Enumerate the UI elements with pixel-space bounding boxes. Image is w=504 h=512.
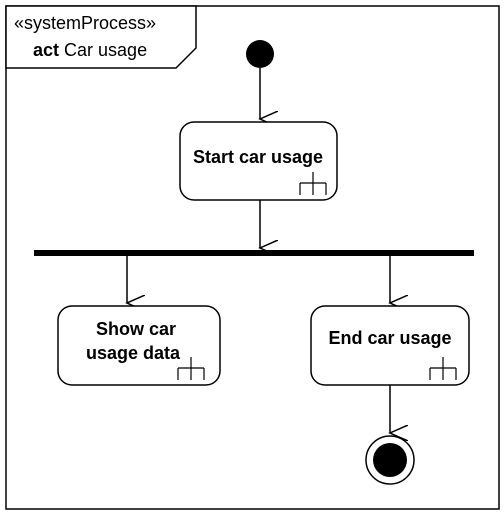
- action-show-car-usage-data-label-line2: usage data: [86, 343, 181, 363]
- frame-title: act Car usage: [33, 40, 147, 60]
- activity-final-node-inner: [373, 443, 407, 477]
- initial-node: [246, 40, 274, 68]
- action-show-car-usage-data-label-line1: Show car: [96, 319, 176, 339]
- action-show-car-usage-data: [57, 305, 221, 386]
- diagram-frame: [5, 5, 500, 510]
- frame-keyword: act: [33, 40, 59, 60]
- frame-stereotype: «systemProcess»: [14, 13, 156, 33]
- fork-bar: [34, 250, 474, 256]
- call-behavior-icon: [299, 172, 327, 195]
- frame-name: Car usage: [64, 40, 147, 60]
- frame-header: [5, 5, 197, 69]
- call-behavior-icon: [177, 357, 205, 380]
- action-start-car-usage-label: Start car usage: [193, 147, 323, 167]
- action-start-car-usage: [179, 121, 338, 201]
- call-behavior-icon: [429, 357, 457, 380]
- action-end-car-usage-label: End car usage: [328, 328, 451, 348]
